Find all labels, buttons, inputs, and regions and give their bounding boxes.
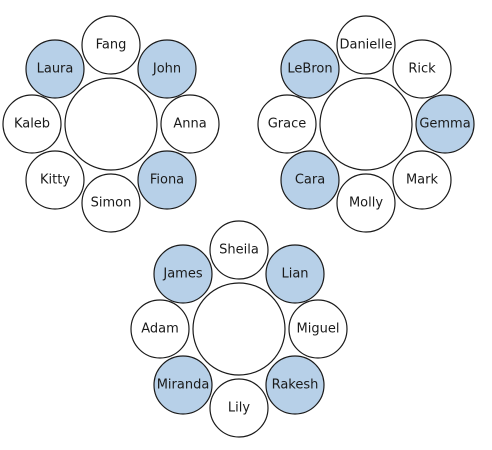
seat-t3-2: Miguel [288,299,348,359]
table-1 [64,77,158,171]
seat-t3-6: Adam [130,299,190,359]
seat-circle [288,299,348,359]
seat-t2-2: Gemma [415,94,475,154]
seat-circle [137,150,197,210]
seat-circle [392,39,452,99]
seat-label: Lily [228,401,250,416]
seat-circle [153,355,213,415]
seat-label: Grace [268,117,307,132]
seat-label: Gemma [419,117,470,132]
seat-t1-7: Laura [25,39,85,99]
seat-t1-3: Fiona [137,150,197,210]
seat-circle [209,220,269,280]
seat-circle [160,94,220,154]
seat-label: Kaleb [14,117,50,132]
seat-circle [137,39,197,99]
seat-label: Molly [349,196,383,211]
seat-label: Adam [141,322,179,337]
seat-circle [415,94,475,154]
seat-label: LeBron [287,62,332,77]
seat-label: James [162,267,202,282]
seat-label: Simon [91,196,132,211]
seat-label: Sheila [219,243,259,258]
seat-label: Fiona [150,173,184,188]
table-group-2: Danielle Rick Gemma Mark Molly Cara Grac… [257,15,475,233]
seat-t3-3: Rakesh [265,355,325,415]
seat-label: Miranda [157,378,210,393]
seat-label: Kitty [40,173,70,188]
seat-circle [280,39,340,99]
seat-label: Laura [37,62,74,77]
table-group-1: Fang John Anna Fiona Simon Kitty Kaleb L… [2,15,220,233]
seat-circle [2,94,62,154]
seat-label: Cara [295,173,325,188]
seat-t1-5: Kitty [25,150,85,210]
seat-t3-4: Lily [209,378,269,438]
seat-t3-1: Lian [265,244,325,304]
seat-label: Anna [173,117,206,132]
seat-circle [265,244,325,304]
seat-circle [209,378,269,438]
seat-t2-5: Cara [280,150,340,210]
seat-circle [130,299,190,359]
seat-label: John [152,62,181,77]
seat-t3-0: Sheila [209,220,269,280]
seat-t2-6: Grace [257,94,317,154]
seat-label: Danielle [339,38,392,53]
table-group-3: Sheila Lian Miguel Rakesh Lily Miranda A… [130,220,348,438]
seat-circle [81,15,141,75]
seat-t2-0: Danielle [336,15,396,75]
seat-t1-6: Kaleb [2,94,62,154]
seat-label: Mark [406,173,439,188]
seat-circle [257,94,317,154]
table-2 [319,77,413,171]
seat-t1-4: Simon [81,173,141,233]
seat-circle [25,39,85,99]
seat-circle [25,150,85,210]
seat-circle [336,15,396,75]
seat-circle [81,173,141,233]
table-3 [192,282,286,376]
seat-t3-7: James [153,244,213,304]
seat-circle [280,150,340,210]
seat-label: Rick [408,62,436,77]
seat-circle [265,355,325,415]
seat-circle [392,150,452,210]
seat-label: Miguel [297,322,340,337]
seat-t2-7: LeBron [280,39,340,99]
seat-t1-1: John [137,39,197,99]
seat-t1-0: Fang [81,15,141,75]
seat-t3-5: Miranda [153,355,213,415]
seat-label: Rakesh [272,378,319,393]
seat-t2-4: Molly [336,173,396,233]
seat-label: Fang [96,38,127,53]
seat-t1-2: Anna [160,94,220,154]
seat-circle [336,173,396,233]
seat-label: Lian [281,267,308,282]
seat-t2-3: Mark [392,150,452,210]
seat-circle [153,244,213,304]
seat-t2-1: Rick [392,39,452,99]
